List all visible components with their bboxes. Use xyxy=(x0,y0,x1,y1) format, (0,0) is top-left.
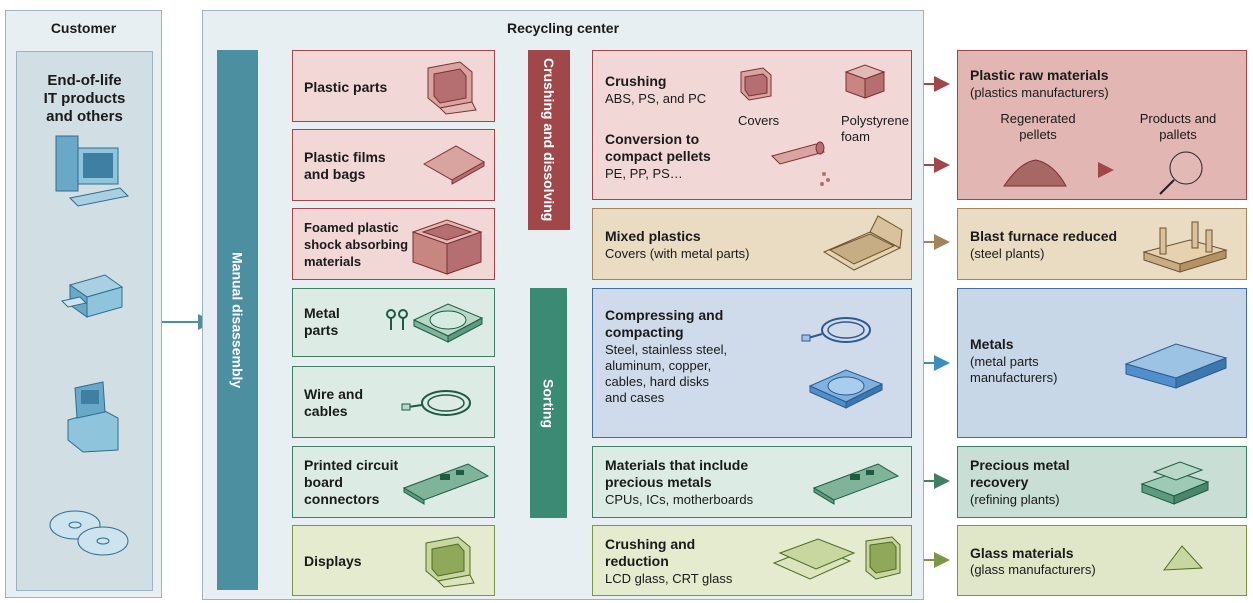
crt-monitor-icon xyxy=(425,536,475,588)
plastic-film-icon xyxy=(422,145,486,185)
plastic-parts-label: Plastic parts xyxy=(304,79,388,95)
polystyrene-label: Polystyrene foam xyxy=(841,113,909,144)
crushing-sub: ABS, PS, and PC xyxy=(605,91,707,106)
precious-recovery-sub: (refining plants) xyxy=(970,492,1060,507)
foam-box-icon xyxy=(411,219,483,275)
copier-icon xyxy=(61,274,124,318)
plastic-raw-title: Plastic raw materials xyxy=(970,67,1109,83)
crushing-dissolving-label: Crushing and dissolving xyxy=(541,58,557,222)
plastic-films-label: Plastic films and bags xyxy=(304,149,386,182)
cable-icon xyxy=(401,390,471,416)
metals-sub: (metal parts manufacturers) xyxy=(970,354,1058,385)
glass-panes-icon xyxy=(772,538,856,580)
customer-panel: Customer End-of-life IT products and oth… xyxy=(5,10,162,598)
products-label: End-of-life IT products and others xyxy=(43,72,126,125)
wire-cables-label: Wire and cables xyxy=(304,386,363,419)
metal-beams-icon xyxy=(1124,343,1228,389)
compress-title: Compressing and compacting xyxy=(605,307,724,340)
sorting-label: Sorting xyxy=(540,378,557,428)
factory-icon xyxy=(1142,221,1228,273)
compress-sub: Steel, stainless steel, aluminum, copper… xyxy=(605,342,728,405)
crushing-dissolving-bar: Crushing and dissolving xyxy=(528,50,570,230)
glass-title: Glass materials xyxy=(970,545,1074,561)
mixed-sub: Covers (with metal parts) xyxy=(605,246,750,261)
discs-icon xyxy=(49,510,129,556)
process-compressing: Compressing and compacting Steel, stainl… xyxy=(592,288,912,438)
metals-title: Metals xyxy=(970,336,1014,352)
manual-disassembly-bar: Manual disassembly xyxy=(217,50,258,590)
hard-disk-icon xyxy=(808,369,884,409)
plastic-raw-sub: (plastics manufacturers) xyxy=(970,85,1109,100)
reduction-sub: LCD glass, CRT glass xyxy=(605,571,733,586)
right-triangle-icon xyxy=(1098,162,1114,178)
gold-bars-icon xyxy=(1140,461,1210,505)
conversion-sub: PE, PP, PS… xyxy=(605,166,683,181)
circuit-board-icon xyxy=(402,463,490,505)
products-pallets-label: Products and pallets xyxy=(1139,111,1217,142)
reduction-title: Crushing and reduction xyxy=(605,536,696,569)
output-glass-materials: Glass materials (glass manufacturers) xyxy=(957,525,1247,596)
output-precious-recovery: Precious metal recovery (refining plants… xyxy=(957,446,1247,518)
customer-products-panel: End-of-life IT products and others xyxy=(16,51,153,591)
part-wire-cables: Wire and cables xyxy=(292,366,495,438)
sorting-bar: Sorting xyxy=(530,288,567,518)
glass-pile-icon xyxy=(1162,545,1204,571)
foamed-plastic-label: Foamed plastic shock absorbing materials xyxy=(304,220,409,269)
cable-icon xyxy=(801,317,871,343)
precious-recovery-title: Precious metal recovery xyxy=(970,457,1070,490)
circuit-board-icon xyxy=(812,463,900,505)
monitor-icon xyxy=(427,61,477,115)
part-plastic-films: Plastic films and bags xyxy=(292,129,495,201)
process-crushing-reduction: Crushing and reduction LCD glass, CRT gl… xyxy=(592,525,912,596)
pcb-connectors-label: Printed circuit board connectors xyxy=(304,457,399,507)
fan-icon xyxy=(1159,151,1203,195)
metal-parts-label: Metal parts xyxy=(304,305,340,338)
scanner-icon xyxy=(822,215,903,271)
center-title: Recycling center xyxy=(506,20,620,36)
part-pcb-connectors: Printed circuit board connectors xyxy=(292,446,495,518)
atm-icon xyxy=(67,381,119,453)
glass-sub: (glass manufacturers) xyxy=(970,562,1096,577)
output-plastic-raw: Plastic raw materials (plastics manufact… xyxy=(957,50,1247,200)
displays-label: Displays xyxy=(304,553,362,569)
crushing-title: Crushing xyxy=(605,73,667,89)
covers-label: Covers xyxy=(738,113,780,128)
desktop-computer-icon xyxy=(55,135,130,207)
blast-title: Blast furnace reduced xyxy=(970,228,1118,244)
foam-box-icon xyxy=(844,64,886,99)
precious-process-title: Materials that include precious metals xyxy=(605,457,749,490)
manual-disassembly-label: Manual disassembly xyxy=(229,251,246,389)
hard-disk-icon xyxy=(412,303,484,343)
crt-monitor-icon xyxy=(865,536,901,580)
pellet-roller-icon xyxy=(771,141,830,186)
keys-icon xyxy=(386,309,408,330)
pellet-pile-icon xyxy=(1003,159,1067,187)
customer-title: Customer xyxy=(50,20,117,36)
regenerated-label: Regenerated pellets xyxy=(1000,111,1076,142)
mixed-title: Mixed plastics xyxy=(605,228,701,244)
monitor-icon xyxy=(740,67,772,101)
precious-process-sub: CPUs, ICs, motherboards xyxy=(605,492,754,507)
blast-sub: (steel plants) xyxy=(970,246,1045,261)
conversion-title: Conversion to compact pellets xyxy=(605,131,711,164)
